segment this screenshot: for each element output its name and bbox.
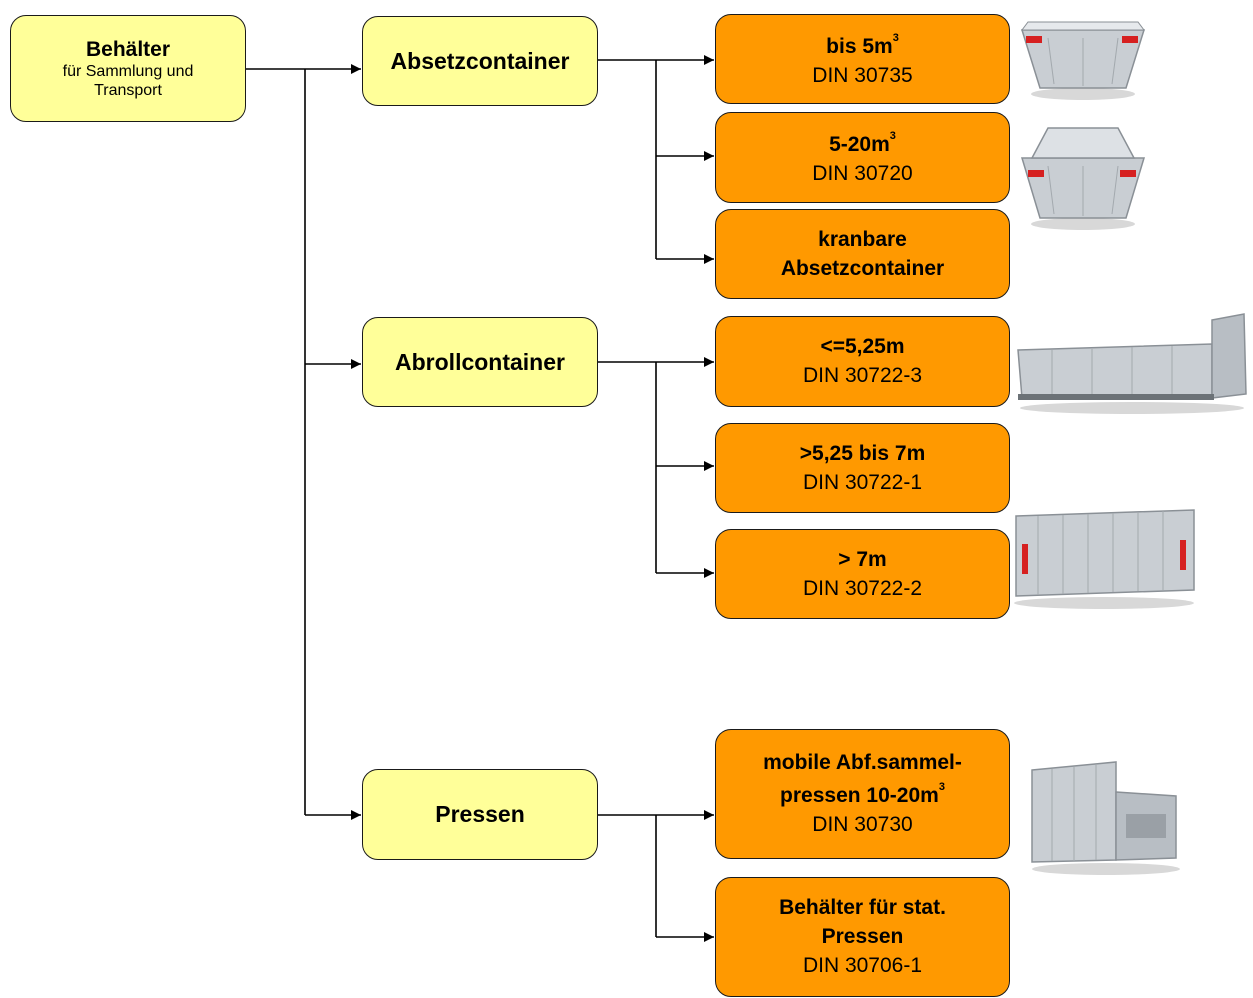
item-din: DIN 30722-3 — [802, 364, 923, 387]
category-abrollcontainer: Abrollcontainer — [362, 317, 598, 407]
roll-off-container-image — [1014, 509, 1195, 609]
root-subtitle-line2: Transport — [94, 81, 162, 99]
item-mobile-sammelpressen: mobile Abf.sammel- pressen 10-20m3 DIN 3… — [715, 729, 1010, 859]
item-title-line2: Absetzcontainer — [780, 257, 945, 280]
item-le-5-25m: <=5,25m DIN 30722-3 — [715, 316, 1010, 407]
category-pressen: Pressen — [362, 769, 598, 860]
item-din: DIN 30706-1 — [802, 954, 923, 977]
superscript: 3 — [892, 31, 899, 44]
root-title: Behälter — [85, 37, 171, 61]
item-title: bis 5m — [826, 34, 893, 58]
compactor-image — [1031, 761, 1180, 875]
item-din: DIN 30735 — [812, 63, 913, 87]
root-subtitle-line1: für Sammlung und — [62, 62, 194, 80]
category-label: Absetzcontainer — [390, 47, 570, 74]
item-title-line2: Pressen — [821, 925, 904, 948]
item-din: DIN 30722-1 — [802, 470, 923, 494]
item-din: DIN 30720 — [812, 162, 913, 185]
skip-container-image — [1020, 21, 1146, 100]
skip-container-image — [1020, 127, 1146, 230]
item-title: > 7m — [838, 547, 887, 571]
item-title-line1: mobile Abf.sammel- — [763, 751, 962, 774]
root-node: Behälter für Sammlung und Transport — [10, 15, 246, 122]
item-title: 5-20m — [829, 133, 890, 156]
category-label: Abrollcontainer — [395, 348, 565, 375]
superscript: 3 — [938, 781, 945, 793]
item-5-25-bis-7m: >5,25 bis 7m DIN 30722-1 — [715, 423, 1010, 513]
item-5-20m3: 5-20m3 DIN 30720 — [715, 112, 1010, 203]
item-bis-5m3: bis 5m3 DIN 30735 — [715, 14, 1010, 104]
category-absetzcontainer: Absetzcontainer — [362, 16, 598, 106]
item-gt-7m: > 7m DIN 30722-2 — [715, 529, 1010, 619]
item-title: >5,25 bis 7m — [799, 441, 926, 465]
item-kranbare-absetzcontainer: kranbare Absetzcontainer — [715, 209, 1010, 299]
roll-off-container-image — [1017, 313, 1247, 414]
category-label: Pressen — [435, 801, 525, 827]
item-title: <=5,25m — [820, 335, 905, 358]
item-title-line1: kranbare — [818, 228, 907, 251]
superscript: 3 — [889, 130, 896, 142]
item-behaelter-stat-pressen: Behälter für stat. Pressen DIN 30706-1 — [715, 877, 1010, 997]
item-din: DIN 30730 — [812, 813, 913, 836]
item-title-line2: pressen 10-20m — [780, 784, 939, 807]
item-din: DIN 30722-2 — [802, 576, 923, 600]
item-title-line1: Behälter für stat. — [779, 896, 946, 919]
